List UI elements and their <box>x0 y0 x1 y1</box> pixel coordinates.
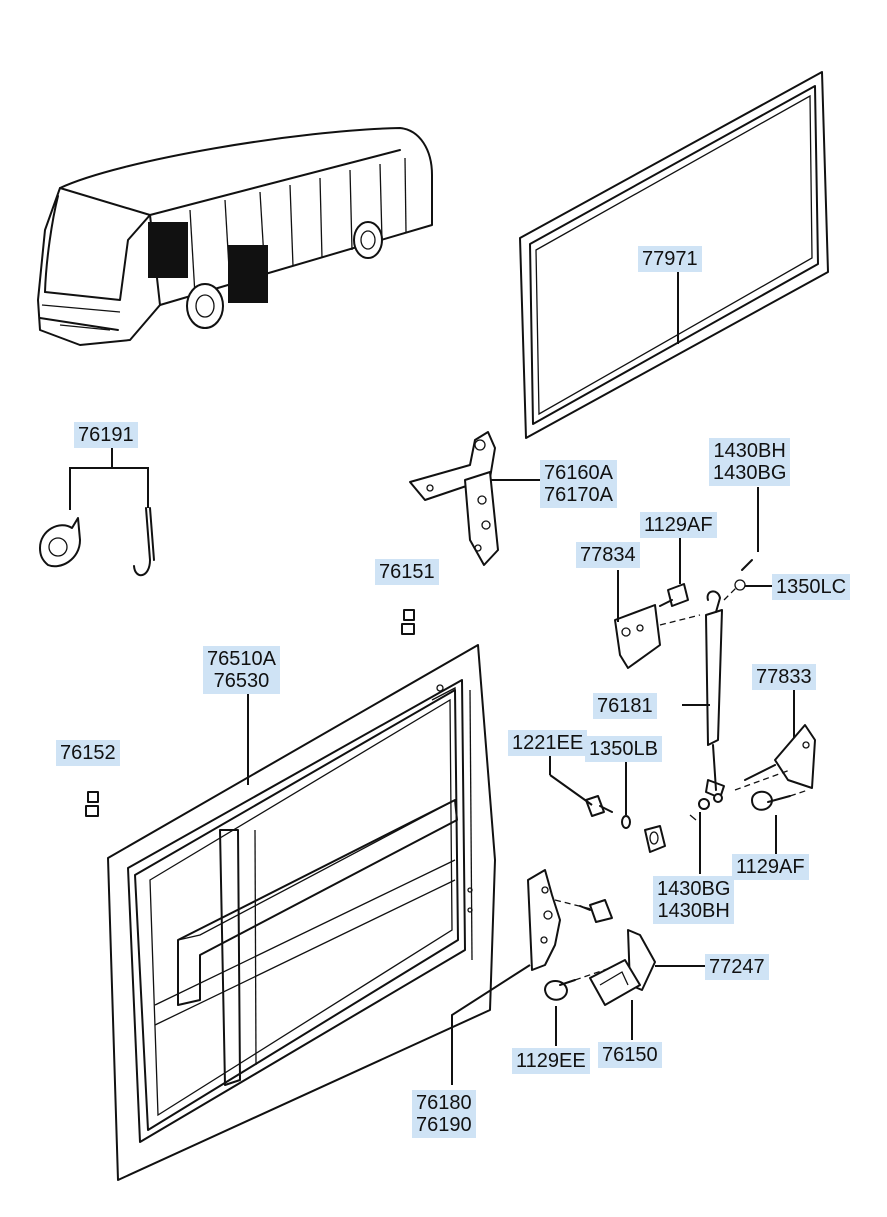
bracket-77834 <box>614 604 701 669</box>
bolt-1129ee <box>544 979 576 1001</box>
label-76151: 76151 <box>375 559 439 585</box>
fastener-76151 <box>401 609 415 635</box>
hinge-bracket-part <box>409 431 499 566</box>
washer-1430bg <box>689 793 723 821</box>
label-77834: 77834 <box>576 542 640 568</box>
label-77247: 77247 <box>705 954 769 980</box>
label-76180-76190: 76180 76190 <box>412 1090 476 1138</box>
label-1221ee: 1221EE <box>508 730 588 756</box>
washer-1350lb <box>621 815 631 829</box>
label-77833: 77833 <box>752 664 816 690</box>
label-1129af-top: 1129AF <box>640 512 717 538</box>
fastener-76152 <box>85 791 99 817</box>
gas-strut-part <box>705 559 753 799</box>
label-76191: 76191 <box>74 422 138 448</box>
window-glass-part <box>519 71 829 439</box>
label-76510a-76530: 76510A 76530 <box>203 646 280 694</box>
label-76152: 76152 <box>56 740 120 766</box>
door-panel-part <box>107 644 496 1181</box>
bus-illustration <box>37 127 433 346</box>
bolt-right-hinge <box>579 899 613 923</box>
lower-hinge-part <box>527 869 596 971</box>
label-1129ee: 1129EE <box>512 1048 590 1074</box>
clip-part-76191 <box>39 507 155 576</box>
bushing-part <box>644 825 666 853</box>
bracket-77833 <box>734 724 816 791</box>
label-1350lc: 1350LC <box>772 574 851 600</box>
bolt-1129af-bottom <box>751 789 809 811</box>
label-1430bh-1430bg-top: 1430BH 1430BG <box>709 438 791 486</box>
label-1350lb: 1350LB <box>585 736 662 762</box>
label-1129af-bottom: 1129AF <box>732 854 809 880</box>
label-77971: 77971 <box>638 246 702 272</box>
label-76150: 76150 <box>598 1042 662 1068</box>
label-1430bg-1430bh-bottom: 1430BG 1430BH <box>653 876 735 924</box>
bolt-1129af-top <box>659 583 689 607</box>
label-76181: 76181 <box>593 693 657 719</box>
bolt-1221ee <box>585 795 613 817</box>
label-76160a-76170a: 76160A 76170A <box>540 460 617 508</box>
latch-77247 <box>574 929 656 1006</box>
leader-lines <box>69 270 795 1085</box>
